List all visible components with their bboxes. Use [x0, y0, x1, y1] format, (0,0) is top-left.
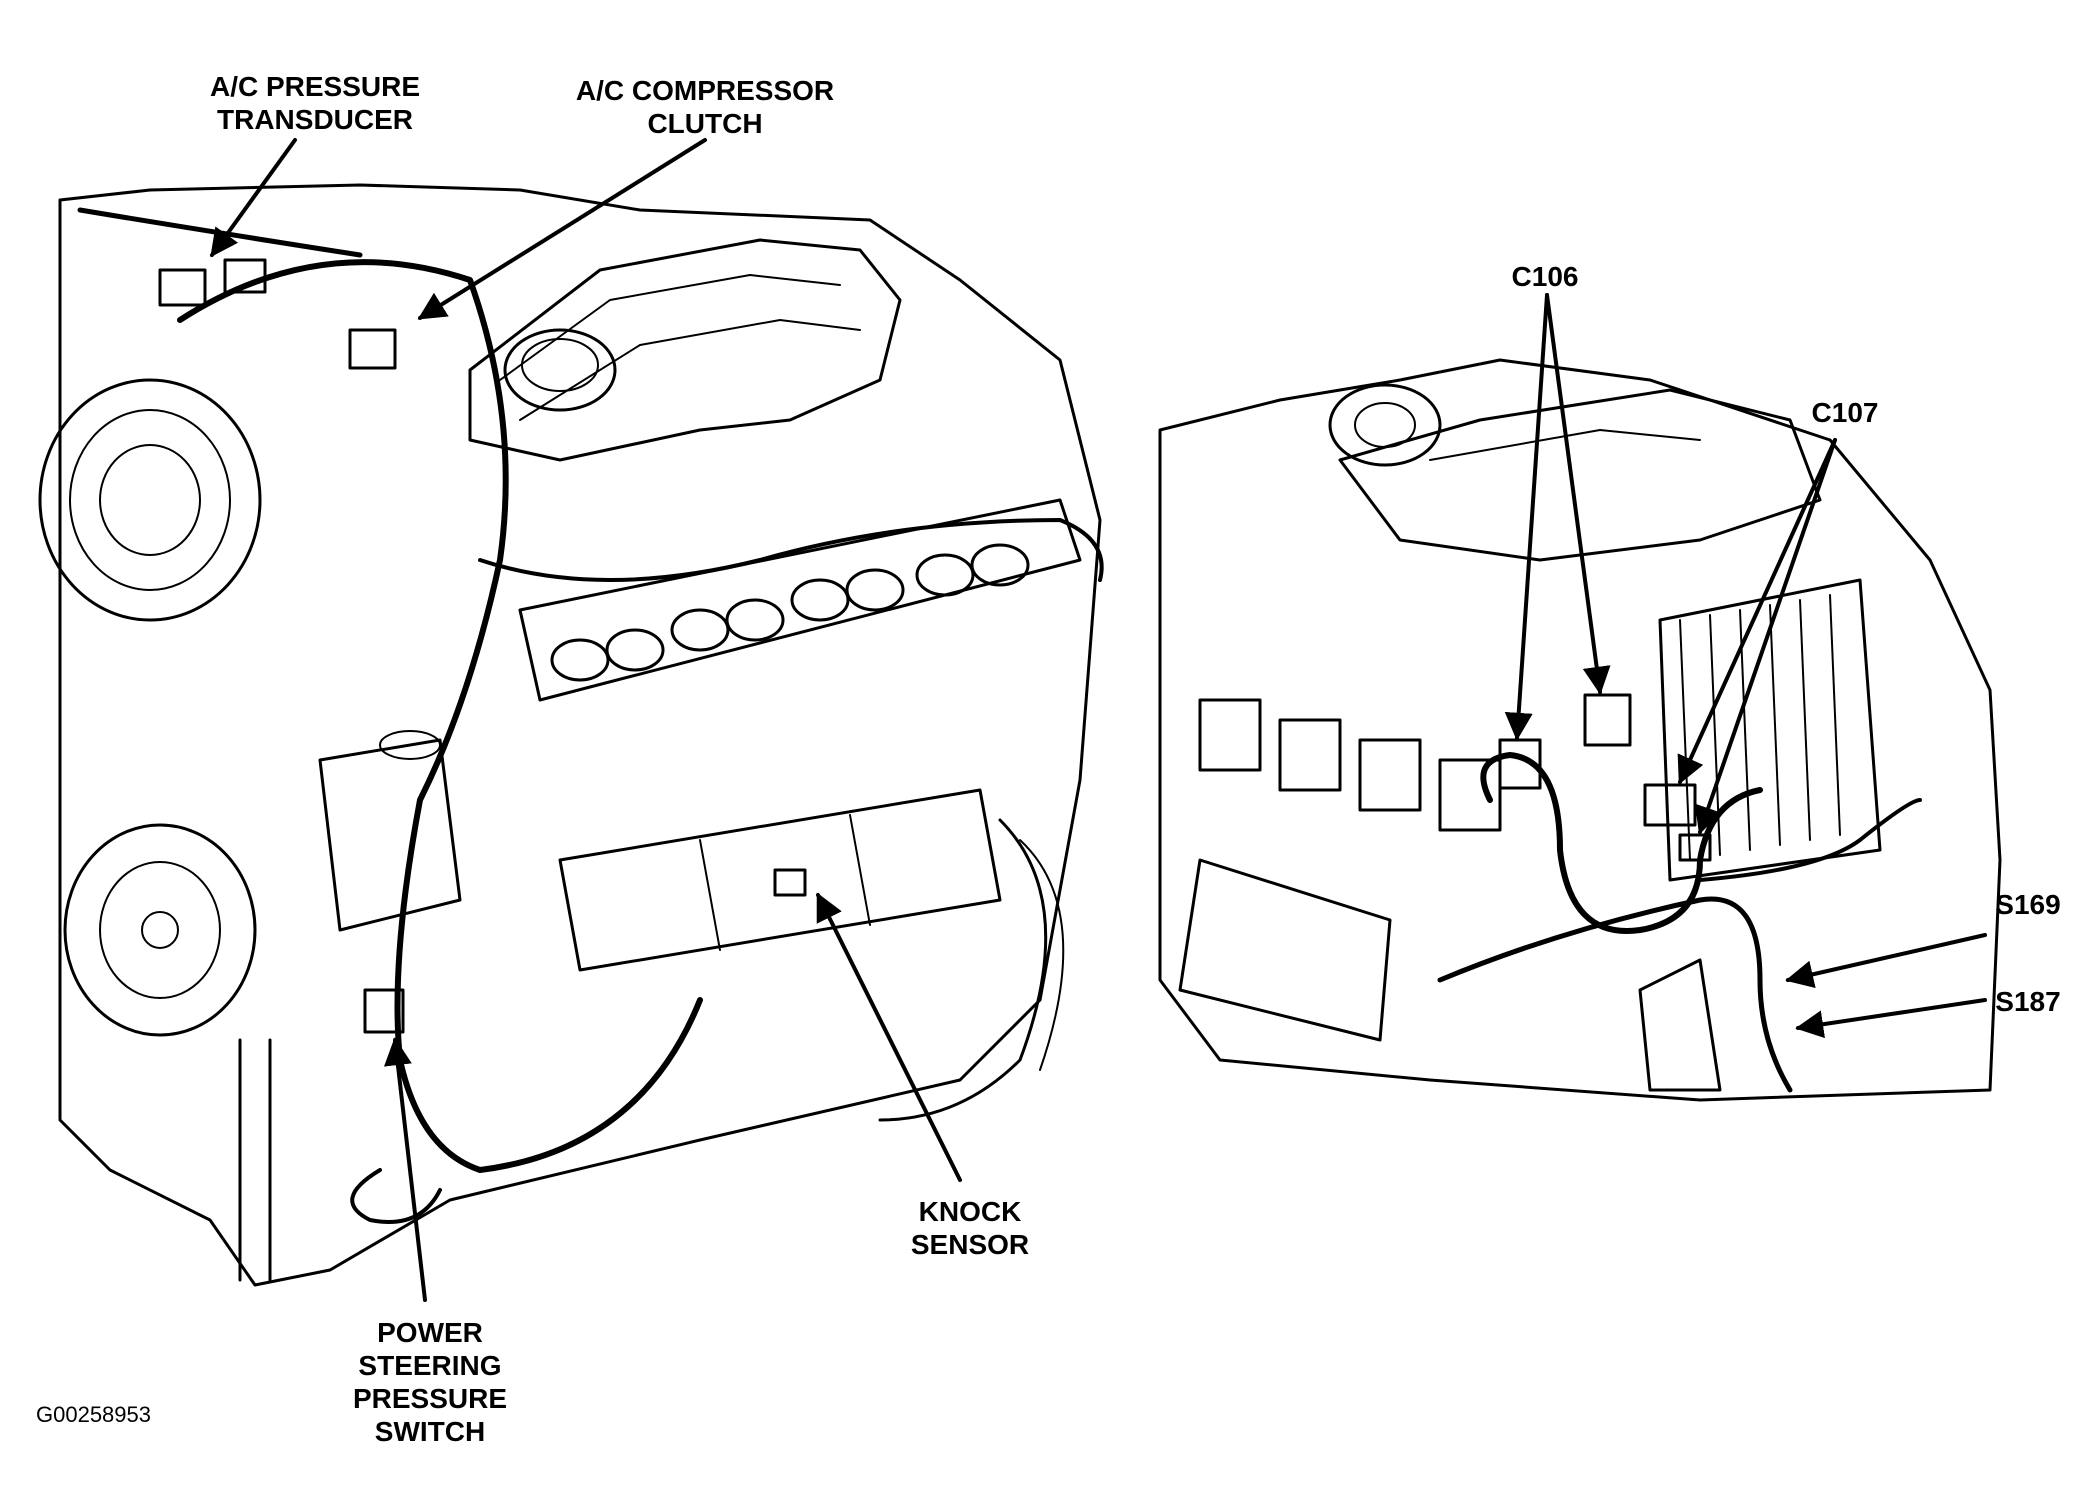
label-ps-line1: POWER	[377, 1317, 483, 1348]
label-ps-line4: SWITCH	[374, 1416, 486, 1447]
label-knock-sensor-line2: SENSOR	[910, 1229, 1030, 1260]
coil-packs	[1198, 698, 1502, 832]
label-s169: S169	[1995, 889, 2061, 920]
arrow-s169	[1785, 933, 1987, 989]
figure-reference-number: G00258953	[36, 1402, 151, 1427]
label-ps-line3: PRESSURE	[352, 1383, 508, 1414]
arrow-s187	[1795, 998, 1987, 1039]
right-engine-illustration	[1158, 358, 2002, 1102]
arrow-power-steering-pressure-switch	[383, 1037, 427, 1302]
arrow-knock-sensor	[816, 892, 962, 1182]
label-c106: C106	[1511, 261, 1579, 292]
label-ps-line2: STEERING	[358, 1350, 502, 1381]
arrow-c106-a	[1504, 293, 1549, 741]
label-c107: C107	[1811, 397, 1879, 428]
label-knock-sensor: KNOCK SENSOR	[890, 1195, 1050, 1261]
arrow-ac-pressure-transducer	[210, 138, 297, 258]
label-ac-compressor-clutch-line1: A/C COMPRESSOR	[575, 75, 835, 106]
label-ac-compressor-clutch-line2: CLUTCH	[647, 108, 763, 139]
leader-arrows	[210, 138, 1987, 1302]
arrow-c107-a	[1677, 438, 1837, 785]
arrow-ac-compressor-clutch	[417, 138, 707, 320]
label-knock-sensor-line1: KNOCK	[918, 1196, 1022, 1227]
label-ac-compressor-clutch: A/C COMPRESSOR CLUTCH	[560, 74, 850, 140]
intake-ports	[550, 543, 1030, 682]
label-s187: S187	[1995, 986, 2061, 1017]
label-power-steering-pressure-switch: POWER STEERING PRESSURE SWITCH	[330, 1316, 530, 1448]
left-engine-illustration	[38, 183, 1104, 1287]
label-ac-pressure-transducer-line2: TRANSDUCER	[217, 104, 413, 135]
air-cleaner-ribs	[1679, 594, 1841, 861]
label-ac-pressure-transducer: A/C PRESSURE TRANSDUCER	[195, 70, 435, 136]
arrow-c106-b	[1545, 293, 1611, 695]
label-ac-pressure-transducer-line1: A/C PRESSURE	[209, 71, 421, 102]
arrow-c107-b	[1694, 438, 1837, 835]
